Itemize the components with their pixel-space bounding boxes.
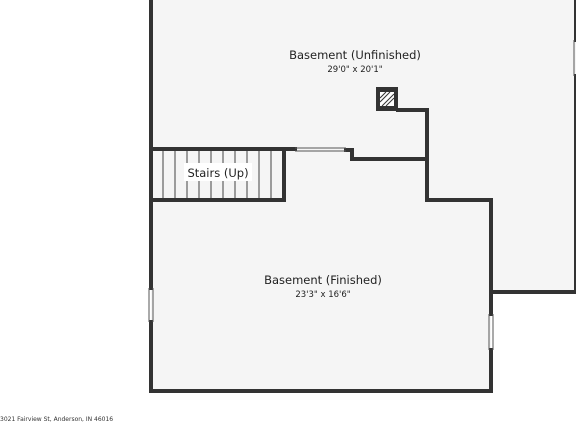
window-marks (148, 40, 575, 350)
unfinished-room-dims: 29'0" x 20'1" (327, 65, 382, 75)
walls (149, 0, 576, 393)
finished-basement-floor (151, 200, 491, 391)
finished-room-dims: 23'3" x 16'6" (295, 290, 350, 300)
stairs-label: Stairs (Up) (187, 166, 248, 180)
stairs-label-bg (184, 163, 252, 181)
address-text: 3021 Fairview St, Anderson, IN 46016 (0, 416, 113, 423)
chimney-icon (376, 87, 398, 111)
unfinished-room-name: Basement (Unfinished) (289, 48, 421, 62)
finished-room-name: Basement (Finished) (264, 273, 382, 287)
